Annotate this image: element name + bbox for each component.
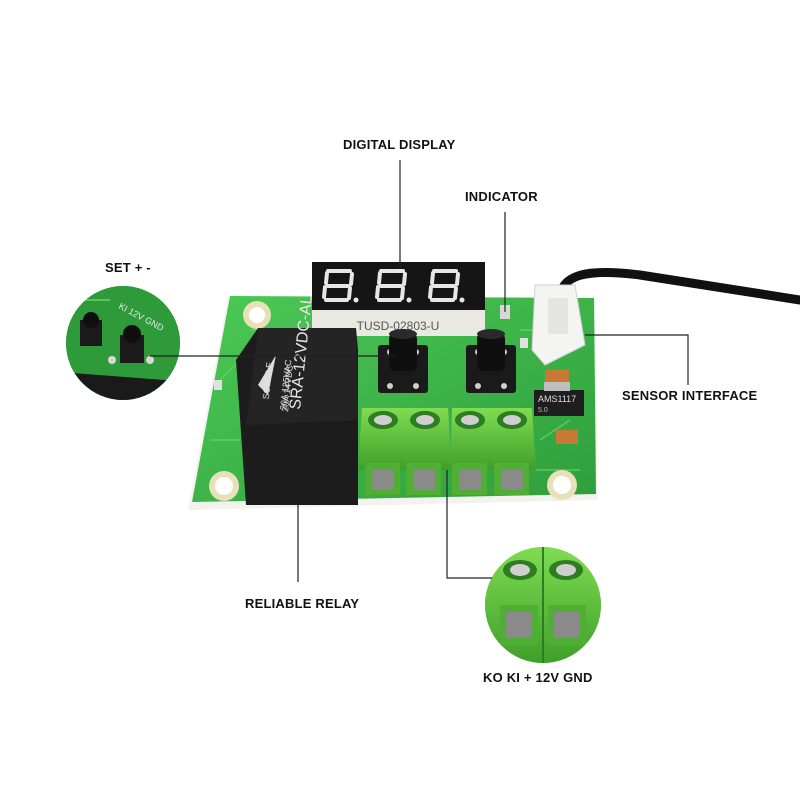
push-button: [378, 329, 428, 393]
label-terminals: KO KI + 12V GND: [483, 670, 593, 685]
terminal-block: [450, 408, 536, 495]
label-sensor-interface: SENSOR INTERFACE: [622, 388, 758, 403]
sensor-cable: [555, 267, 800, 305]
mounting-hole: [547, 470, 577, 500]
label-indicator: INDICATOR: [465, 189, 538, 204]
label-reliable-relay: RELIABLE RELAY: [245, 596, 360, 611]
callout-line-sensor: [585, 334, 689, 385]
mounting-hole: [243, 301, 271, 329]
relay: SRA-12VDC-AL SONGLE 20A 14VDC 20A 125VAC: [236, 294, 358, 505]
relay-rating: 20A 14VDC: [280, 364, 295, 412]
mounting-hole: [209, 471, 239, 501]
inset-terminals: [485, 547, 601, 663]
callout-line-terminals: [446, 470, 492, 579]
inset-set-buttons: KI 12V GND: [66, 286, 180, 400]
regulator-sublabel: 5.0: [538, 407, 548, 414]
display-digit: [375, 269, 412, 303]
relay-brand: SONGLE: [261, 362, 275, 400]
label-digital-display: DIGITAL DISPLAY: [343, 137, 456, 152]
display-digit: [428, 269, 465, 303]
terminal-block: [358, 408, 452, 495]
label-set-buttons: SET + -: [105, 260, 151, 275]
voltage-regulator: AMS1117 5.0: [534, 382, 584, 416]
sensor-connector: [531, 284, 586, 366]
digital-display: TUSD-02803-U: [312, 262, 485, 336]
display-part-number: TUSD-02803-U: [357, 319, 440, 333]
regulator-label: AMS1117: [538, 394, 576, 404]
push-button: [466, 329, 516, 393]
relay-logo-icon: [258, 355, 276, 395]
display-digit: [322, 269, 359, 303]
